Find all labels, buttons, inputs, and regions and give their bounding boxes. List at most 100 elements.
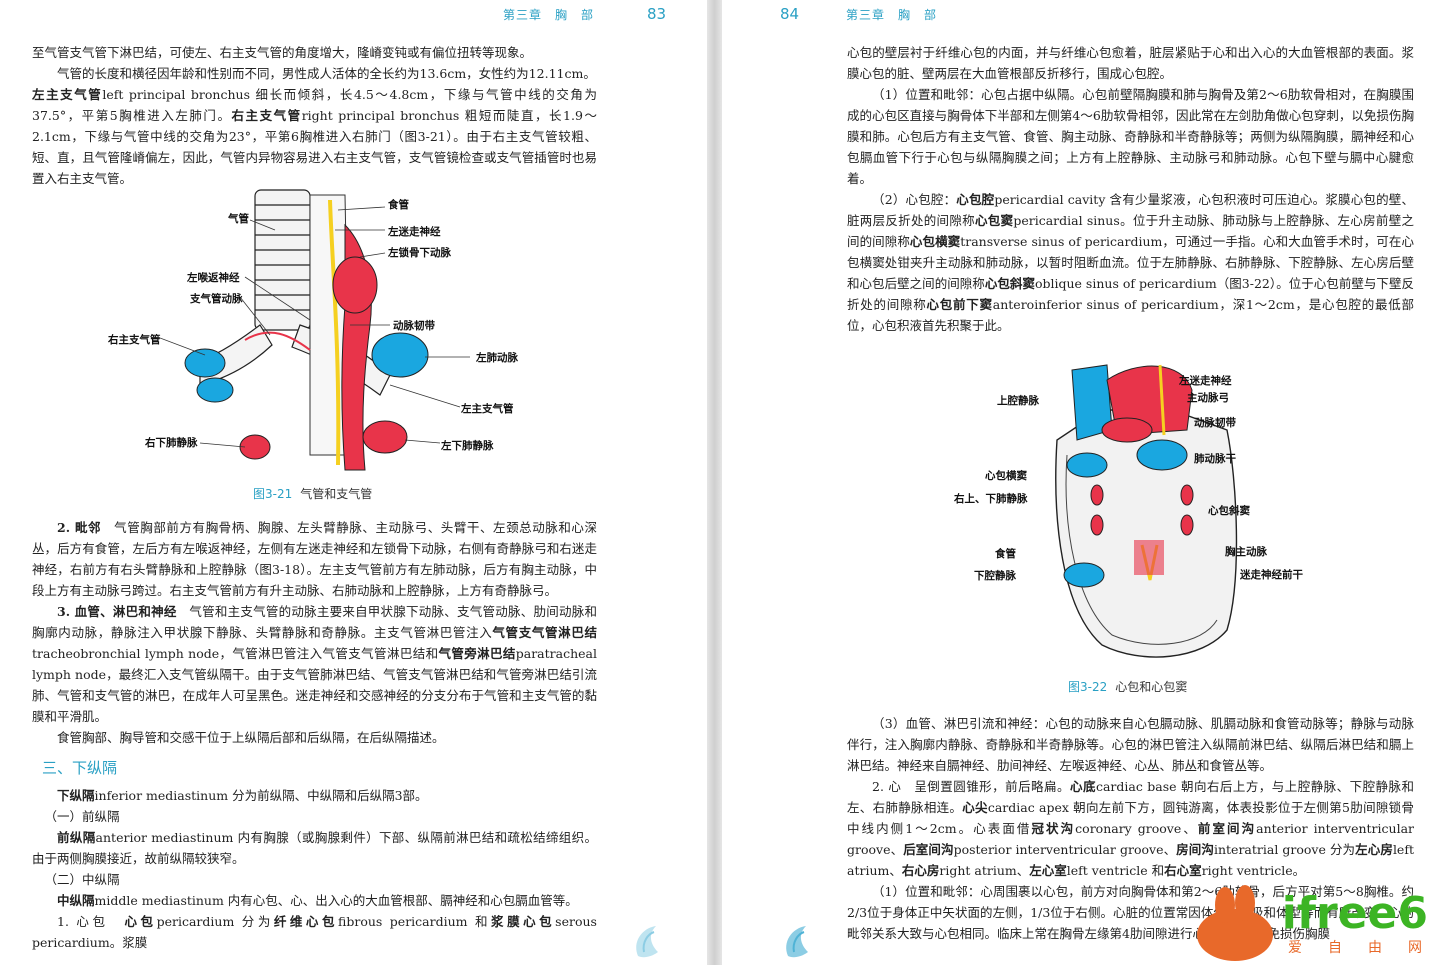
page-number: 84 (780, 5, 800, 23)
paragraph-text: transverse sinus of pericardium，可通过一手指。心… (847, 234, 1414, 291)
paragraph-text: posterior interventricular groove、 (953, 842, 1177, 857)
paragraph-text: left ventricle 和 (1066, 863, 1165, 878)
paragraph: 食管胸部、胸导管和交感干位于上纵隔后部和后纵隔，在后纵隔描述。 (57, 730, 445, 745)
paragraph-text: 2. 心 呈倒置圆锥形，前后略扁。 (872, 779, 1070, 794)
paragraph-text: tracheobronchial lymph node，气管淋巴管注入气管支气管… (32, 646, 439, 661)
fig-label: 左迷走神经 (1179, 375, 1232, 387)
fig-label: 心包横窦 (985, 470, 1027, 482)
term: 右心室 (1164, 863, 1202, 878)
term: 心包 (124, 914, 157, 929)
paragraph-text: fibrous pericardium 和 (338, 914, 492, 929)
subheading: （一）前纵隔 (44, 809, 120, 824)
fig-label: 动脉韧带 (393, 320, 435, 332)
term: 心包前下窦 (926, 297, 993, 312)
text-block-top: 至气管支气管下淋巴结，可使左、右主支气管的角度增大，隆嵴变钝或有偏位扭转等现象。… (32, 42, 597, 189)
text-block-top: 心包的壁层衬于纤维心包的内面，并与纤维心包愈着，脏层紧贴于心和出入心的大血管根部… (847, 42, 1414, 336)
term: 心包斜窦 (984, 276, 1035, 291)
paragraph: 中纵隔middle mediastinum 内有心包、心、出入心的大血管根部、膈… (32, 890, 597, 911)
term: 下纵隔 (57, 788, 95, 803)
term: 右主支气管 (231, 108, 302, 123)
paragraph: 2. 毗邻 气管胸部前方有胸骨柄、胸腺、左头臂静脉、主动脉弓、头臂干、左颈总动脉… (32, 517, 597, 601)
watermark-text: ifree6 (1281, 888, 1428, 939)
fig-label: 左喉返神经 (187, 272, 240, 284)
paragraph: 前纵隔anterior mediastinum 内有胸腺（或胸腺剩件）下部、纵隔… (32, 827, 597, 869)
paragraph: 至气管支气管下淋巴结，可使左、右主支气管的角度增大，隆嵴变钝或有偏位扭转等现象。 (32, 45, 533, 60)
term: 气管支气管淋巴结 (492, 625, 597, 640)
fig-label: 左锁骨下动脉 (388, 247, 451, 259)
paragraph-text: 气管胸部前方有胸骨柄、胸腺、左头臂静脉、主动脉弓、头臂干、左颈总动脉和心深丛，后… (32, 520, 597, 598)
fig-label: 支气管动脉 (190, 293, 243, 305)
term: 前室间沟 (1197, 821, 1257, 836)
term: 前纵隔 (57, 830, 96, 845)
figure-number: 图3-22 (1068, 680, 1108, 694)
page-number: 83 (647, 5, 667, 23)
heading-inline: 3. 血管、淋巴和神经 (57, 604, 177, 619)
paragraph-text: cardiac apex 朝向左前下方，圆钝游离，体表投影位于左侧第5肋间隙锁骨… (847, 800, 1414, 836)
paragraph: 1. 心包 心包pericardium 分为纤维心包fibrous perica… (32, 911, 597, 953)
heading-inline: 2. 毗邻 (57, 520, 102, 535)
paragraph-text: anterior mediastinum 内有胸腺（或胸腺剩件）下部、纵隔前淋巴… (32, 830, 597, 866)
fig-label: 肺动脉干 (1194, 453, 1236, 465)
paragraph: 3. 血管、淋巴和神经 气管和主支气管的动脉主要来自甲状腺下动脉、支气管动脉、肋… (32, 601, 597, 727)
term: 心底 (1069, 779, 1096, 794)
paragraph-text: right atrium、 (939, 863, 1030, 878)
term: 后室间沟 (903, 842, 954, 857)
paragraph-text: coronary groove、 (1075, 821, 1198, 836)
paragraph-text: 气管和主支气管的动脉主要来自甲状腺下动脉、支气管动脉、肋间动脉和胸廓内动脉，静脉… (32, 604, 597, 640)
section-heading: 三、下纵隔 (42, 759, 118, 777)
publisher-logo-icon (786, 926, 808, 958)
watermark-subtext: 爱 自 由 网 (1288, 940, 1428, 956)
fig-label: 心包斜窦 (1208, 505, 1250, 517)
publisher-logo-icon (636, 926, 658, 958)
left-page: 第三章 胸 部 83 至气管支气管下淋巴结，可使左、右主支气管的角度增大，隆嵴变… (0, 0, 707, 965)
fig-label: 气管 (228, 213, 249, 225)
fig-label: 左迷走神经 (388, 226, 441, 238)
paragraph: （3）血管、淋巴引流和神经：心包的动脉来自心包膈动脉、肌膈动脉和食管动脉等；静脉… (847, 716, 1414, 773)
term: 左心室 (1029, 863, 1067, 878)
paragraph-text: pericardium 分为 (156, 914, 274, 929)
term: 冠状沟 (1031, 821, 1076, 836)
paragraph-text: pericardial sinus。位于升主动脉、肺动脉与上腔静脉、左心房前壁之… (847, 213, 1414, 249)
fig-label: 左下肺静脉 (441, 440, 494, 452)
paragraph-text: anterior interventricular groove、 (847, 821, 1414, 857)
book-gutter (707, 0, 722, 965)
paragraph-text: anteroinferior sinus of pericardium，深1～2… (847, 297, 1414, 333)
paragraph-text: paratracheal lymph node，最终汇入支气管纵隔干。由于支气管… (32, 646, 597, 724)
term: 左主支气管 (32, 87, 103, 102)
term: 气管旁淋巴结 (438, 646, 516, 661)
fig-label: 动脉韧带 (1194, 417, 1236, 429)
fig-label: 右下肺静脉 (145, 437, 198, 449)
heading-inline: 1. 心包 (57, 914, 109, 929)
right-page: 84 第三章 胸 部 心包的壁层衬于纤维心包的内面，并与纤维心包愈着，脏层紧贴于… (722, 0, 1446, 965)
term: 心包腔 (956, 192, 995, 207)
fig-label: 下腔静脉 (974, 570, 1016, 582)
paragraph-text: right ventricle。 (1201, 863, 1306, 878)
fig-label: 左主支气管 (461, 403, 514, 415)
paragraph-text: middle mediastinum 内有心包、心、出入心的大血管根部、膈神经和… (94, 893, 578, 908)
figure-title: 气管和支气管 (300, 487, 373, 501)
term: 右心房 (901, 863, 940, 878)
watermark: ifree6 爱 自 由 网 (1196, 885, 1428, 961)
fig-label: 主动脉弓 (1187, 392, 1229, 404)
term-text: right principal bronchus 粗短而陡直，长1.9～2.1c… (32, 108, 597, 186)
watermark-rabbit-icon (1196, 885, 1273, 961)
pericardium-sinus-illustration (1042, 360, 1242, 665)
paragraph-text: interatrial groove 分为 (1213, 842, 1356, 857)
paragraph-text: inferior mediastinum 分为前纵隔、中纵隔和后纵隔3部。 (94, 788, 428, 803)
term-text: left principal bronchus 细长而倾斜，长4.5～4.8cm… (32, 87, 597, 123)
term: 左心房 (1355, 842, 1393, 857)
fig-label: 右主支气管 (108, 334, 161, 346)
term: 心尖 (962, 800, 988, 815)
term: 浆膜心包 (491, 914, 556, 929)
trachea-bronchi-illustration (160, 185, 490, 475)
term: 中纵隔 (57, 893, 95, 908)
paragraph-text: oblique sinus of pericardium（图3-22）。位于心包… (847, 276, 1414, 312)
figure-number: 图3-21 (253, 487, 293, 501)
paragraph-text: cardiac base 朝向右后上方，与上腔静脉、下腔静脉和左、右肺静脉相连。 (847, 779, 1414, 815)
text-block-bottom: （3）血管、淋巴引流和神经：心包的动脉来自心包膈动脉、肌膈动脉和食管动脉等；静脉… (847, 713, 1414, 944)
fig-label: 迷走神经前干 (1240, 569, 1303, 581)
fig-label: 上腔静脉 (997, 395, 1039, 407)
paragraph: 气管的长度和横径因年龄和性别而不同，男性成人活体的全长约为13.6cm，女性约为… (57, 66, 596, 81)
